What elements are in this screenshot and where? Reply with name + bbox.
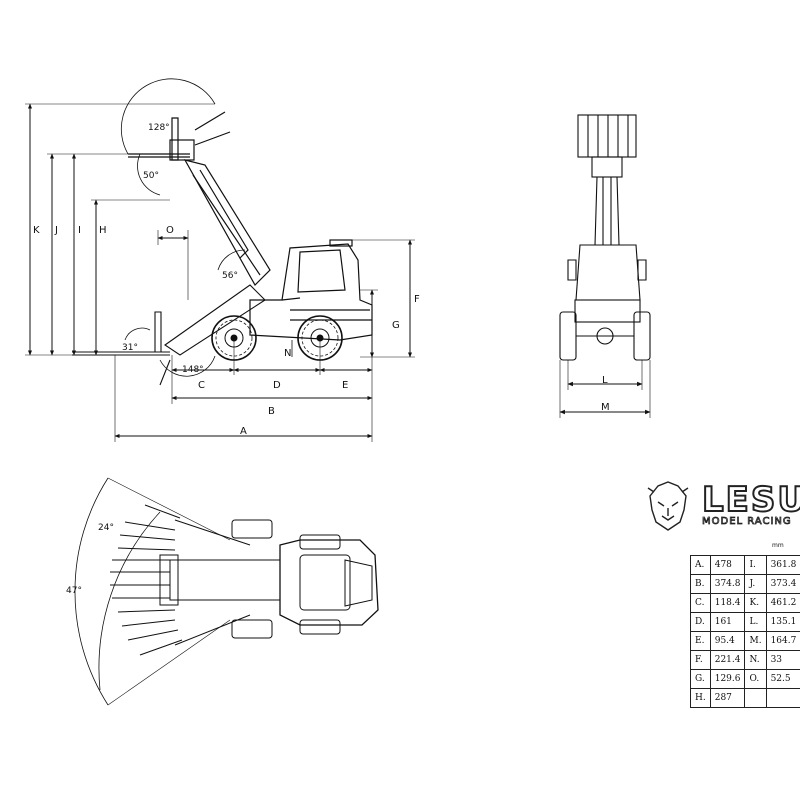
top-wheel-fl [299,534,341,550]
label-h: H [99,225,107,236]
angle-label-47: 47° [66,586,82,596]
dim-cell-left-value: 118.4 [709,593,746,613]
loader-boom [128,111,271,286]
dim-cell-right-value: 164.7 [765,631,800,651]
brand-logo: LESU MODEL RACING [640,478,800,538]
angle-label-24: 24° [98,523,114,533]
dim-cell-left-value: 95.4 [709,631,746,651]
loader-body [249,239,373,341]
dim-cell-left-key: G. [690,669,711,689]
label-n: N [284,348,291,359]
dim-cell-left-key: F. [690,650,711,670]
dim-cell-left-value: 129.6 [709,669,746,689]
front-cab [575,244,641,301]
angle-label-31: 31° [122,343,138,353]
dim-cell-left-value: 478 [709,555,746,575]
dim-cell-right-key: K. [744,593,767,613]
label-l: L [602,375,608,386]
dim-cell-right-value: 135.1 [765,612,800,632]
top-wheel-fr [299,619,341,635]
front-left-wheel [559,311,577,361]
dim-cell-left-value: 374.8 [709,574,746,594]
table-row: H.287 [690,688,800,708]
dim-cell-right-key: I. [744,555,767,575]
top-wheel-rr [231,619,273,639]
dim-cell-right-key: L. [744,612,767,632]
dim-cell-left-key: D. [690,612,711,632]
angle-label-128: 128° [148,123,170,133]
dim-cell-right-key: N. [744,650,767,670]
dim-cell-left-key: C. [690,593,711,613]
label-g: G [392,320,400,331]
front-view [559,114,651,418]
label-i: I [78,225,81,236]
angle-arc-50 [137,153,161,196]
dim-cell-right-key: M. [744,631,767,651]
label-m: M [601,402,610,413]
front-boom [594,176,620,246]
dim-cell-right-value: 33 [765,650,800,670]
label-k: K [33,225,40,236]
label-c: C [198,380,205,391]
label-b: B [268,406,275,417]
angle-label-148: 148° [182,365,204,375]
label-f: F [414,294,420,305]
fork-tines-upper [117,504,181,551]
side-view-labels: K J I H O N F G C D E B A 128° 50° 56° 3… [33,123,420,437]
dim-cell-left-key: A. [690,555,711,575]
top-view [74,477,379,706]
dim-cell-right-value: 373.4 [765,574,800,594]
angle-arc-128 [121,78,216,155]
brand-tagline: MODEL RACING [702,516,792,528]
dim-cell-right-value: 52.5 [765,669,800,689]
front-right-wheel [633,311,651,361]
dim-cell-right-key: O. [744,669,767,689]
lion-logo-icon [647,481,689,531]
brand-name: LESU [701,479,800,521]
fork-tines-middle [110,559,170,599]
top-cab [279,539,379,626]
fork-tines-lower [117,609,183,656]
label-d: D [273,380,281,391]
angle-label-50: 50° [143,171,159,181]
fork-head [577,114,637,158]
dim-cell-right-value [765,688,800,708]
angle-label-56: 56° [222,271,238,281]
dim-cell-right-value: 361.8 [765,555,800,575]
sweep-arc [74,477,109,706]
angle-arc-56 [217,249,246,271]
label-e: E [342,380,348,391]
dim-cell-right-key [744,688,767,708]
dim-cell-left-key: H. [690,688,711,708]
dim-cell-left-value: 161 [709,612,746,632]
dim-cell-left-value: 287 [709,688,746,708]
dim-cell-left-key: E. [690,631,711,651]
angle-arc-31 [124,327,151,341]
unit-label: mm [772,542,784,549]
top-boom [169,559,281,601]
label-j: J [54,225,58,236]
label-o: O [166,225,174,236]
side-view [25,78,415,442]
dim-cell-left-key: B. [690,574,711,594]
dim-cell-right-key: J. [744,574,767,594]
angle-arc-47 [98,511,161,691]
dim-cell-right-value: 461.2 [765,593,800,613]
label-a: A [240,426,247,437]
dim-cell-left-value: 221.4 [709,650,746,670]
top-wheel-rl [231,519,273,539]
rear-wheel [211,315,257,361]
front-wheel [297,315,343,361]
angle-arc-148 [159,355,216,377]
